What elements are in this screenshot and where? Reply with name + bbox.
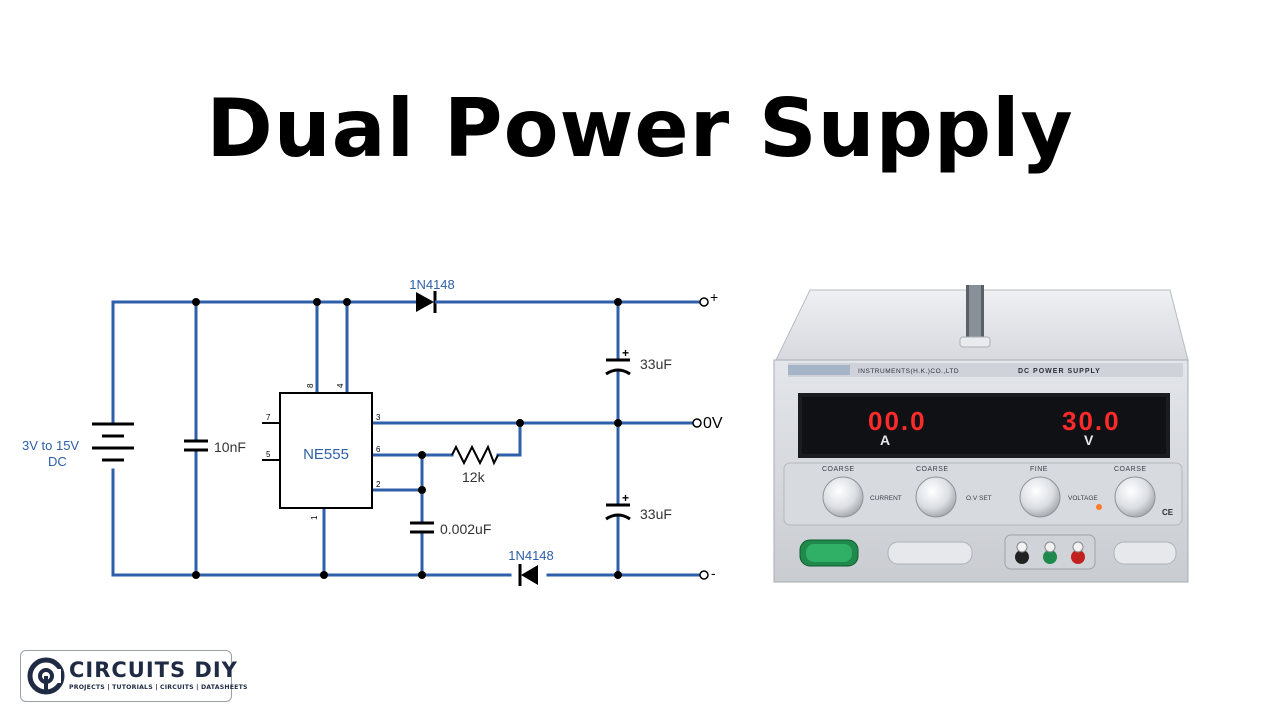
terminal-minus-label: - (711, 565, 716, 581)
diode-top (410, 291, 446, 313)
diode-bottom (518, 564, 538, 586)
pin-3-label: 3 (376, 413, 381, 422)
pin-6-label: 6 (376, 445, 381, 454)
output-terminals (692, 297, 709, 580)
pin-5-label: 5 (266, 450, 271, 459)
resistor-12k (451, 444, 499, 466)
current-unit: A (880, 432, 890, 448)
brand-strip-text: INSTRUMENTS(H.K.)CO.,LTD (858, 368, 959, 375)
knob-label-1: COARSE (822, 466, 855, 473)
diode-top-label: 1N4148 (409, 277, 455, 292)
ovp-coarse-knob[interactable] (915, 476, 957, 518)
pin-1-label: 1 (310, 515, 319, 520)
positive-terminal[interactable] (1071, 550, 1085, 564)
voltage-label: VOLTAGE (1068, 495, 1098, 502)
ground-terminal[interactable] (1043, 550, 1057, 564)
voltage-fine-knob[interactable] (1019, 476, 1061, 518)
battery-symbol (92, 422, 134, 462)
terminal-zero-label: 0V (703, 415, 723, 432)
negative-terminal[interactable] (1015, 550, 1029, 564)
capacitor-33uf-bottom-plus: + (622, 491, 629, 505)
logo-brand: CIRCUITS DIY (69, 658, 238, 682)
terminal-plus-label: + (710, 289, 718, 305)
pin-7-label: 7 (266, 413, 271, 422)
wires (111, 300, 702, 577)
battery-label-dc: DC (48, 454, 67, 469)
logo-tagline: PROJECTS | TUTORIALS | CIRCUITS | DATASH… (69, 684, 248, 691)
dc-power-supply-photo: INSTRUMENTS(H.K.)CO.,LTD DC POWER SUPPLY… (773, 285, 1189, 583)
ne555-label: NE555 (303, 446, 349, 463)
model-strip-text: DC POWER SUPPLY (1018, 368, 1101, 375)
battery-label: 3V to 15V (22, 438, 79, 453)
diode-bottom-label: 1N4148 (508, 548, 554, 563)
capacitor-timing (410, 521, 434, 534)
pin-2-label: 2 (376, 480, 381, 489)
capacitor-timing-label: 0.002uF (440, 521, 491, 537)
capacitor-10nf-label: 10nF (214, 439, 246, 455)
ne555-chip (279, 392, 373, 509)
capacitor-33uf-top (605, 358, 631, 376)
capacitor-33uf-bottom (605, 503, 631, 521)
page-title: Dual Power Supply (206, 82, 1074, 175)
capacitor-33uf-top-label: 33uF (640, 356, 672, 372)
current-label: CURRENT (870, 495, 902, 502)
pin-8-label: 8 (306, 383, 315, 388)
logo-mark-icon (27, 657, 65, 695)
ce-mark: CE (1162, 508, 1174, 517)
voltage-display: 30.0 (1062, 406, 1121, 436)
current-display: 00.0 (868, 406, 927, 436)
junction-dots (192, 298, 622, 579)
capacitor-10nf (184, 439, 208, 452)
indicator-led (1096, 504, 1102, 510)
ic-pin-stubs (262, 422, 280, 461)
current-coarse-knob[interactable] (822, 476, 864, 518)
circuit-schematic: 3V to 15V DC 10nF NE555 8 4 7 5 3 6 2 1 … (22, 277, 723, 586)
resistor-12k-label: 12k (462, 469, 486, 485)
voltage-coarse-knob[interactable] (1114, 476, 1156, 518)
pin-4-label: 4 (336, 383, 345, 388)
voltage-unit: V (1084, 432, 1094, 448)
ovset-label: O.V SET (966, 495, 992, 502)
knobs (822, 476, 1156, 518)
knob-label-2: COARSE (916, 466, 949, 473)
capacitor-33uf-bottom-label: 33uF (640, 506, 672, 522)
knob-label-3: FINE (1030, 466, 1048, 473)
capacitor-33uf-top-plus: + (622, 346, 629, 360)
knob-label-4: COARSE (1114, 466, 1147, 473)
circuits-diy-logo[interactable]: CIRCUITS DIY PROJECTS | TUTORIALS | CIRC… (20, 650, 247, 702)
